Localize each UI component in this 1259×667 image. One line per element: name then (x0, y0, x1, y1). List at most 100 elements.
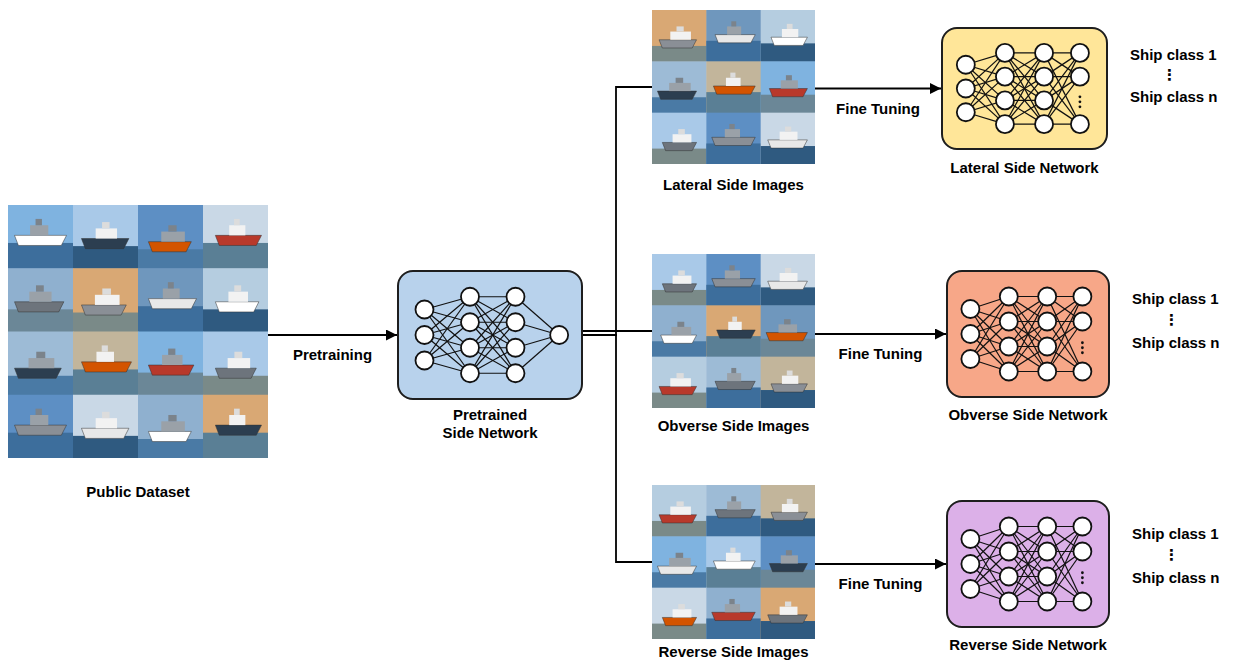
ship-bridge (102, 288, 111, 294)
photo-sky (73, 268, 139, 332)
neuron (550, 326, 568, 344)
photo-sea (203, 243, 268, 269)
ship-deck (162, 355, 182, 365)
ship-hull (766, 333, 807, 341)
ship-deck (780, 607, 798, 615)
photo-sky (652, 588, 707, 639)
image-set: Public Dataset (8, 205, 268, 458)
photo-sky (761, 10, 815, 62)
ship-deck (673, 609, 692, 617)
net-link (1047, 527, 1082, 602)
ship-hull (713, 561, 755, 569)
photo-sky (73, 395, 139, 458)
ship-hull (712, 612, 755, 620)
ship-deck (161, 232, 185, 242)
photo-sky (706, 10, 761, 62)
ellipsis-dot (1079, 95, 1082, 98)
net-link (1047, 297, 1082, 372)
ship-bridge (102, 412, 109, 418)
neuron (1038, 363, 1056, 381)
ellipsis-dot (1081, 351, 1084, 354)
neuron (1073, 593, 1091, 611)
photo-sea (203, 433, 268, 458)
edge-label: Pretraining (290, 346, 375, 364)
neuron (1038, 313, 1056, 331)
ship-bridge (785, 127, 791, 132)
ship-bridge (678, 270, 685, 275)
net-link (470, 297, 515, 374)
neuron (996, 44, 1014, 62)
ship-bridge (676, 501, 683, 506)
ship-deck (726, 78, 741, 86)
photo-sky (706, 113, 761, 164)
network-box: Pretrained Side Network (397, 270, 583, 400)
photo-sea (706, 41, 761, 62)
ship-hull (148, 242, 191, 252)
neuron (961, 300, 979, 318)
ship-bridge (785, 602, 791, 607)
ship-deck (778, 324, 797, 332)
photo-sea (73, 246, 139, 269)
neuron (1071, 115, 1089, 133)
ship-bridge (168, 225, 176, 231)
neuron (1038, 593, 1056, 611)
photo-sea (706, 516, 761, 537)
photo-sea (652, 149, 707, 164)
ship-hull (715, 35, 755, 43)
connector (815, 333, 946, 335)
ship-bridge (729, 599, 734, 604)
class-label: Ship class n (1130, 88, 1218, 106)
net-link (1044, 53, 1080, 124)
photo-sky (652, 61, 707, 113)
photo-sea (761, 390, 815, 408)
photo-sky (652, 254, 707, 306)
ship-bridge (729, 265, 734, 270)
ship-deck (670, 507, 691, 515)
ship-bridge (168, 415, 176, 421)
ship-hull (662, 617, 696, 625)
photo-sky (761, 254, 815, 306)
ship-bridge (676, 373, 683, 378)
photo-sea (8, 433, 74, 458)
neuron (1073, 543, 1091, 561)
ship-deck (228, 358, 251, 368)
node-caption: Reverse Side Images (658, 643, 808, 661)
ship-hull (657, 91, 696, 99)
neuron (461, 364, 479, 382)
class-label: Ship class 1 (1130, 46, 1217, 64)
photo-sky (706, 305, 761, 357)
ship-deck (29, 358, 55, 368)
node-caption: Lateral Side Network (950, 159, 1098, 177)
ship-bridge (676, 553, 684, 558)
neuron (1035, 115, 1053, 133)
photo-sea (652, 341, 707, 357)
ship-hull (81, 305, 126, 315)
ship-hull (715, 381, 755, 389)
photo-sea (761, 287, 815, 305)
photo-sea (652, 290, 707, 306)
ship-hull (148, 431, 191, 441)
photo-sea (706, 285, 761, 306)
ship-bridge (677, 322, 684, 327)
ship-hull (717, 330, 756, 338)
net-link (1009, 527, 1047, 602)
photo-sea (652, 572, 707, 588)
network-box: Lateral Side Network (941, 27, 1108, 150)
neuron (961, 350, 979, 368)
photo-sky (652, 10, 707, 62)
ship-hull (715, 510, 755, 518)
neuron (1000, 593, 1018, 611)
ship-deck (725, 604, 740, 612)
ship-deck (96, 228, 117, 238)
neuron (1038, 288, 1056, 306)
ship-hull (769, 564, 807, 572)
ship-deck (163, 288, 180, 298)
ship-hull (768, 281, 808, 289)
neuron (1073, 288, 1091, 306)
ship-deck (670, 378, 691, 386)
ship-bridge (678, 129, 685, 134)
neuron (461, 288, 479, 306)
neuron (1000, 363, 1018, 381)
ship-hull (215, 302, 259, 312)
